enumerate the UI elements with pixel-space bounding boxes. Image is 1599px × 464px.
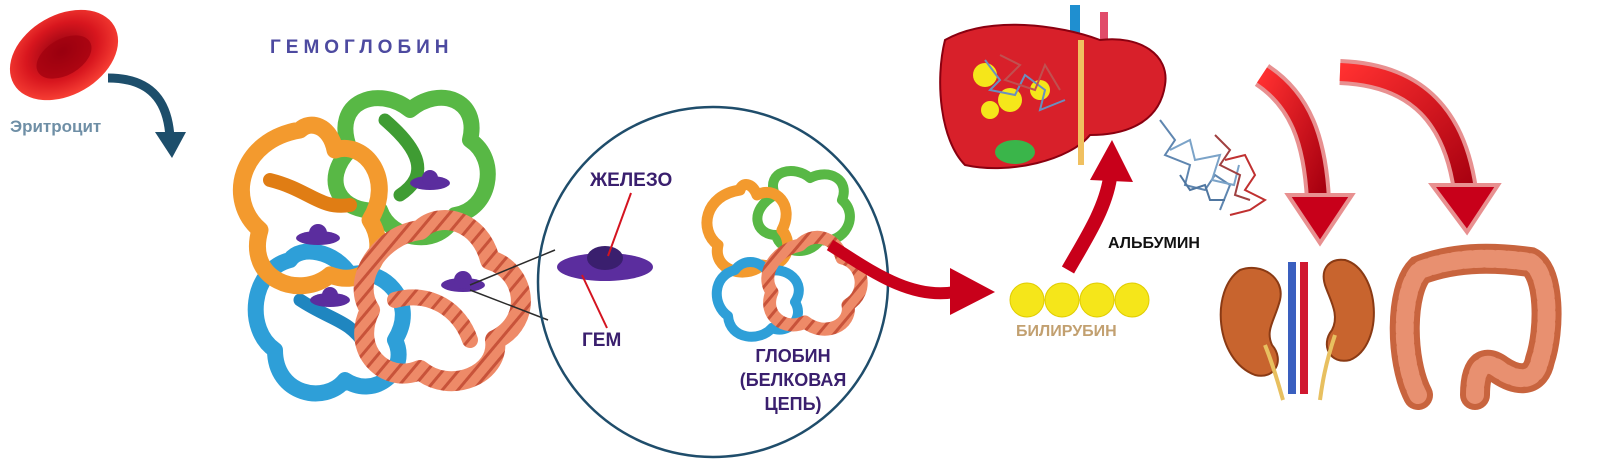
dark-blue-arrow-icon	[107, 73, 175, 139]
heme-large-icon	[557, 192, 653, 329]
red-arrowhead	[950, 268, 995, 315]
red-arrow-to-bilirubin	[826, 239, 957, 300]
kidneys-icon	[1219, 258, 1375, 401]
hemoglobin-title: ГЕМОГЛОБИН	[270, 37, 454, 58]
dark-blue-arrowhead	[155, 132, 186, 158]
iron-label: ЖЕЛЕЗО	[590, 170, 673, 191]
liver-icon	[939, 5, 1167, 170]
albumin-protein-icon	[1159, 119, 1267, 216]
bilirubin-beads-icon	[1009, 282, 1150, 318]
red-blood-cell-icon	[9, 9, 119, 101]
red-arrowhead-intestine	[1428, 183, 1502, 236]
heme-label: ГЕМ	[582, 330, 622, 351]
zoom-connector-line	[469, 289, 549, 321]
globin-label: ГЛОБИН (БЕЛКОВАЯ ЦЕПЬ)	[739, 346, 847, 414]
bilirubin-label: БИЛИРУБИН	[1016, 323, 1117, 340]
hemoglobin-molecule-icon	[233, 89, 531, 402]
intestine-icon	[1389, 243, 1562, 410]
red-arrowhead-kidneys	[1284, 193, 1356, 247]
red-arrow-to-liver	[1061, 176, 1117, 274]
erythrocyte-label: Эритроцит	[10, 117, 102, 136]
heme-disc-icon	[296, 170, 485, 307]
red-arrowhead-up	[1090, 140, 1133, 182]
albumin-label: АЛЬБУМИН	[1108, 235, 1200, 252]
